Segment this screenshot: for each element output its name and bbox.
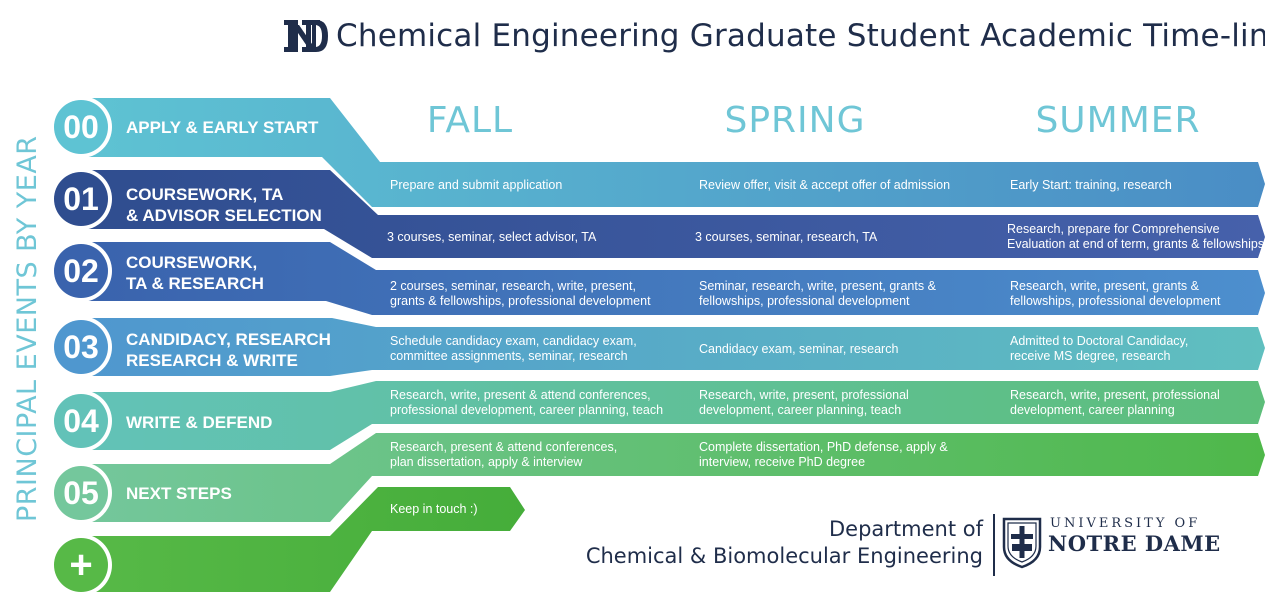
cell-line: fellowships, professional development [1010,294,1221,308]
cell-line: Complete dissertation, PhD defense, appl… [699,440,948,454]
cell-line: 3 courses, seminar, select advisor, TA [387,229,597,244]
cell-line: Prepare and submit application [390,177,563,192]
season-fall: FALL [426,100,514,141]
year-label-line2: TA & RESEARCH [126,274,264,293]
season-spring: SPRING [724,100,866,141]
year-badge: 00 [50,96,112,158]
department-name: Department of Chemical & Biomolecular En… [586,516,983,570]
year-label: APPLY & EARLY START [126,117,318,138]
university-crest-icon [1002,517,1042,569]
ribbon-year-02 [80,242,1265,315]
university-label-big: NOTRE DAME [1048,531,1221,556]
year-label-line2: & ADVISOR SELECTION [126,206,322,225]
year-number: 04 [54,394,108,448]
cell-year-6-fall: Keep in touch :) [390,502,478,517]
cell-line: Research, write, present, grants & [1010,279,1199,293]
year-label-line1: APPLY & EARLY START [126,118,319,137]
year-label-line1: CANDIDACY, RESEARCH [126,330,331,349]
cell-line: Seminar, research, write, present, grant… [699,279,936,293]
cell-year-2-fall: 2 courses, seminar, research, write, pre… [390,279,651,309]
cell-year-2-summer: Research, write, present, grants &fellow… [1010,279,1221,309]
year-label: NEXT STEPS [126,483,232,504]
cell-year-2-spring: Seminar, research, write, present, grant… [699,279,936,309]
cell-line: Candidacy exam, seminar, research [699,341,899,356]
cell-year-1-fall: 3 courses, seminar, select advisor, TA [387,230,596,245]
page-header: Chemical Engineering Graduate Student Ac… [282,14,1265,58]
cell-line: receive MS degree, research [1010,349,1171,363]
year-number: 00 [54,100,108,154]
year-label-line1: COURSEWORK, TA [126,185,284,204]
ribbon-year-00 [80,98,1265,207]
ribbon-year-01 [80,170,1265,258]
cell-line: interview, receive PhD degree [699,455,866,469]
department-line1: Department of [829,517,983,541]
year-badge: 04 [50,390,112,452]
notre-dame-monogram-icon [284,20,328,52]
year-label-line2: RESEARCH & WRITE [126,351,298,370]
cell-year-4-fall: Research, write, present & attend confer… [390,388,663,418]
cell-line: Evaluation at end of term, grants & fell… [1007,237,1265,251]
cell-line: Review offer, visit & accept offer of ad… [699,177,951,192]
cell-year-1-spring: 3 courses, seminar, research, TA [695,230,877,245]
page-title: Chemical Engineering Graduate Student Ac… [336,18,1265,54]
year-label-line1: COURSEWORK, [126,253,258,272]
year-badge: 01 [50,168,112,230]
cell-year-3-fall: Schedule candidacy exam, candidacy exam,… [390,334,637,364]
year-badge: 03 [50,316,112,378]
cell-year-3-summer: Admitted to Doctoral Candidacy,receive M… [1010,334,1188,364]
year-label: WRITE & DEFEND [126,412,272,433]
cell-year-0-spring: Review offer, visit & accept offer of ad… [699,178,950,193]
cell-year-3-spring: Candidacy exam, seminar, research [699,342,898,357]
cell-line: development, career planning, teach [699,403,902,417]
ribbon-year-plus [80,487,525,592]
cell-year-0-summer: Early Start: training, research [1010,178,1172,193]
cell-line: Research, write, present, professional [699,388,909,402]
ribbon-year-04 [80,381,1265,450]
university-label-small: UNIVERSITY OF [1050,516,1201,531]
cell-line: fellowships, professional development [699,294,910,308]
ribbon-year-03 [80,318,1265,376]
cell-line: 2 courses, seminar, research, write, pre… [390,279,636,293]
year-badge: 02 [50,240,112,302]
year-number: 02 [54,244,108,298]
cell-line: grants & fellowships, professional devel… [390,294,651,308]
department-line2: Chemical & Biomolecular Engineering [585,544,983,568]
ribbon-year-05 [80,433,1265,522]
side-label-text: PRINCIPAL EVENTS BY YEAR [12,135,43,522]
cell-line: Research, write, present, professional [1010,388,1220,402]
cell-line: Research, prepare for Comprehensive [1007,222,1220,236]
season-summer: SUMMER [1035,100,1201,141]
footer-divider [993,514,995,576]
side-label: PRINCIPAL EVENTS BY YEAR [4,94,44,524]
year-label: COURSEWORK, TA & ADVISOR SELECTION [126,184,322,226]
year-number: 05 [54,466,108,520]
year-number: 01 [54,172,108,226]
cell-line: professional development, career plannin… [390,403,664,417]
cell-line: development, career planning [1010,403,1175,417]
cell-line: plan dissertation, apply & interview [390,455,583,469]
cell-year-5-fall: Research, present & attend conferences,p… [390,440,617,470]
cell-line: Keep in touch :) [390,501,478,516]
year-number: 03 [54,320,108,374]
cell-line: committee assignments, seminar, research [390,349,628,363]
year-label-line1: NEXT STEPS [126,484,232,503]
cell-line: Early Start: training, research [1010,177,1172,192]
plus-icon: + [54,538,108,592]
year-label: CANDIDACY, RESEARCH RESEARCH & WRITE [126,329,331,371]
year-badge: 05 [50,462,112,524]
year-badge: + [50,534,112,592]
cell-line: 3 courses, seminar, research, TA [695,229,878,244]
year-label-line1: WRITE & DEFEND [126,413,273,432]
cell-line: Schedule candidacy exam, candidacy exam, [390,334,637,348]
cell-line: Research, present & attend conferences, [390,440,618,454]
cell-line: Admitted to Doctoral Candidacy, [1010,334,1189,348]
cell-line: Research, write, present & attend confer… [390,388,651,402]
cell-year-0-fall: Prepare and submit application [390,178,562,193]
cell-year-5-spring: Complete dissertation, PhD defense, appl… [699,440,948,470]
year-label: COURSEWORK, TA & RESEARCH [126,252,264,294]
